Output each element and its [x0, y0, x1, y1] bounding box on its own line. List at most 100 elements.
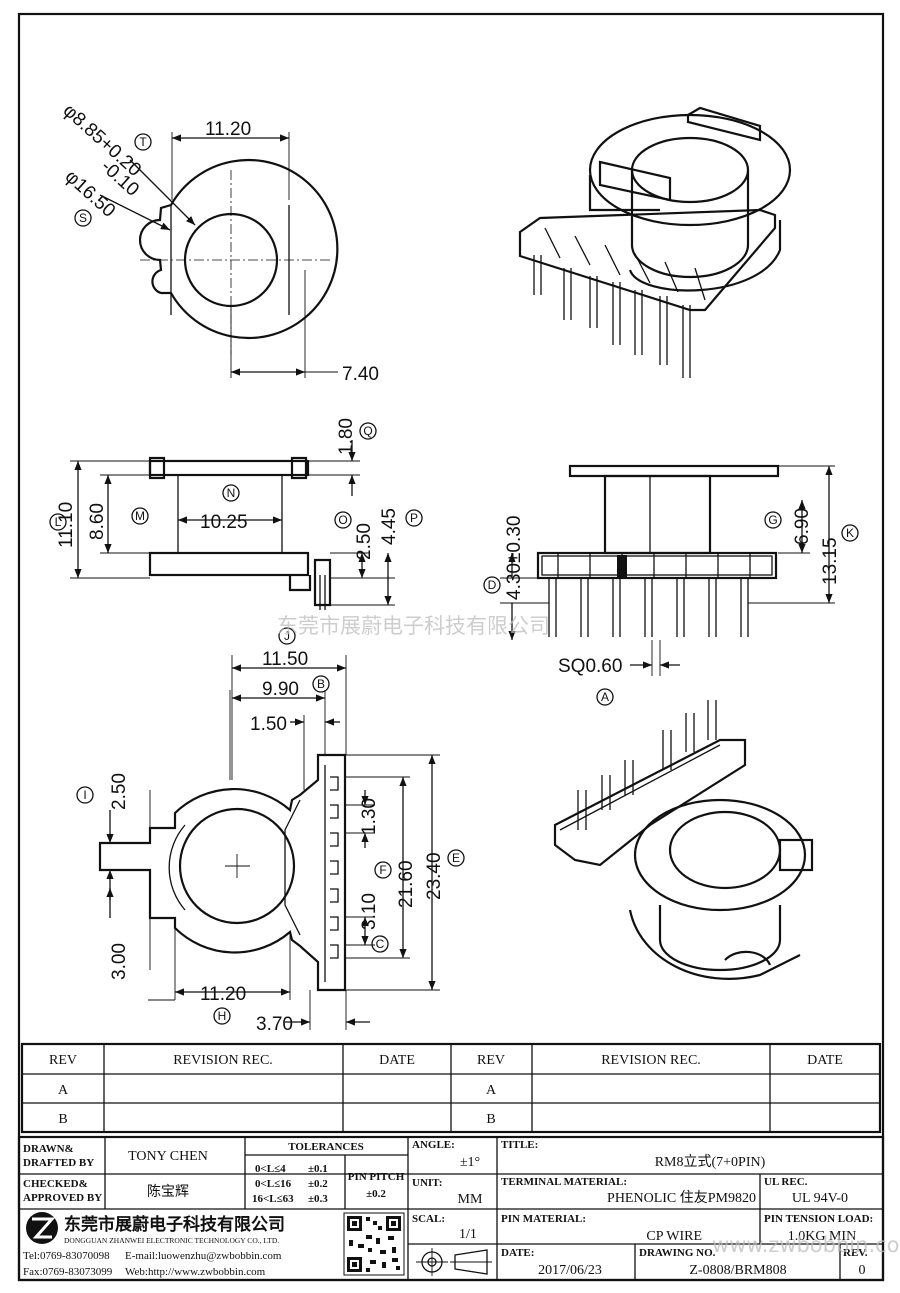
company-logo [26, 1212, 58, 1244]
approved-by: 陈宝辉 [147, 1183, 189, 1200]
label-c: C [376, 937, 385, 951]
ul-label: UL REC. [764, 1176, 808, 1188]
rev-b-left: B [58, 1112, 67, 1127]
pin-length-dim: 4.30±0.30 [504, 516, 525, 600]
label-g: G [768, 513, 777, 527]
scale-value: 1/1 [459, 1227, 477, 1242]
top-offset-dim: 7.40 [342, 364, 379, 385]
flange-thickness-dim: 1.80 [336, 418, 357, 455]
title-block: DRAWN& DRAFTED BY TONY CHEN CHECKED& APP… [17, 1135, 885, 1282]
side-view: 11.10 8.60 10.25 1.80 2.50 4.45 Q L M N … [49, 418, 423, 610]
title-label: TITLE: [501, 1139, 538, 1151]
rev-label: REV. [843, 1247, 868, 1259]
rev-value: 0 [859, 1263, 866, 1278]
pin-step-dim: 1.50 [250, 714, 287, 735]
label-m: M [135, 509, 145, 523]
body-height-dim: 6.90 [792, 508, 813, 545]
drawing-no-label: DRAWING NO. [639, 1247, 716, 1259]
pin-tension-value: 1.0KG MIN [788, 1229, 856, 1244]
drafted-label: DRAFTED BY [23, 1157, 94, 1169]
label-o: O [338, 513, 347, 527]
overall-height-dim: 11.10 [56, 502, 77, 548]
company-tel: Tel:0769-83070098 [23, 1250, 110, 1262]
tol-value-3: ±0.3 [308, 1193, 328, 1205]
bottom-view: 11.50 9.90 1.50 2.50 3.00 23.40 21.60 1.… [76, 627, 465, 1035]
overall-length-dim: 23.40 [424, 852, 445, 900]
pin-material-label: PIN MATERIAL: [501, 1213, 586, 1225]
label-j: J [284, 629, 290, 643]
company-name-en: DONGGUAN ZHANWEI ELECTRONIC TECHNOLOGY C… [64, 1236, 279, 1245]
pin-tension-label: PIN TENSION LOAD: [764, 1213, 873, 1225]
watermark-website: www.zwbobbin.com [712, 1233, 900, 1257]
label-k: K [846, 526, 854, 540]
label-n: N [227, 486, 236, 500]
drawing-no-value: Z-0808/BRM808 [689, 1263, 786, 1278]
base-total-dim: 4.45 [379, 508, 400, 545]
label-e: E [452, 851, 460, 865]
watermark-company: 东莞市展蔚电子科技有限公司 [277, 614, 550, 638]
revision-header-1: REVISION REC. [173, 1053, 273, 1068]
label-d: D [488, 578, 497, 592]
angle-label: ANGLE: [412, 1139, 455, 1151]
qr-code [343, 1212, 405, 1276]
rev-a-right: A [486, 1083, 497, 1098]
body-width-dim: 11.20 [200, 984, 246, 1005]
title-value: RM8立式(7+0PIN) [655, 1154, 766, 1170]
notch-depth-dim: 3.00 [109, 943, 130, 980]
date-value: 2017/06/23 [538, 1263, 602, 1278]
company-fax: Fax:0769-83073099 [23, 1266, 113, 1278]
date-label: DATE: [501, 1247, 534, 1259]
revision-header-2: REVISION REC. [601, 1053, 701, 1068]
projection-symbol-icon [416, 1248, 492, 1276]
tol-value-2: ±0.2 [308, 1178, 328, 1190]
label-l: L [55, 515, 62, 529]
angle-value: ±1° [460, 1155, 480, 1170]
rev-header-1: REV [49, 1053, 77, 1068]
pin-row-offset-dim: 9.90 [262, 679, 299, 700]
drawn-by: TONY CHEN [128, 1149, 208, 1164]
company-name-cn: 东莞市展蔚电子科技有限公司 [64, 1214, 285, 1234]
terminal-material-label: TERMINAL MATERIAL: [501, 1176, 627, 1188]
label-f: F [379, 863, 386, 877]
rev-a-left: A [58, 1083, 69, 1098]
label-t: T [139, 135, 147, 149]
rev-b-right: B [486, 1112, 495, 1127]
label-q: Q [363, 424, 372, 438]
front-view: 4.30±0.30 6.90 13.15 SQ0.60 D G K A [483, 464, 859, 706]
rev-header-2: REV [477, 1053, 505, 1068]
label-s: S [79, 211, 87, 225]
top-width-dim: 11.20 [205, 119, 251, 140]
notch-width-dim: 2.50 [109, 773, 130, 810]
terminal-material-value: PHENOLIC 住友PM9820 [607, 1190, 756, 1206]
total-height-dim: 13.15 [820, 537, 841, 585]
isometric-view-bottom [553, 700, 814, 980]
label-h: H [218, 1009, 227, 1023]
approved-label: APPROVED BY [23, 1192, 102, 1204]
checked-label: CHECKED& [23, 1178, 88, 1190]
isometric-view-top [518, 106, 792, 378]
base-height-dim: 2.50 [354, 523, 375, 560]
tol-range-2: 0<L≤16 [255, 1178, 292, 1190]
unit-label: UNIT: [412, 1177, 442, 1189]
ul-value: UL 94V-0 [792, 1191, 848, 1206]
pin-pitch-label: PIN PITCH [348, 1171, 405, 1183]
unit-value: MM [458, 1192, 483, 1207]
pin-size-dim: SQ0.60 [558, 656, 622, 677]
company-email: E-mail:luowenzhu@zwbobbin.com [125, 1250, 282, 1262]
tol-value-1: ±0.1 [308, 1163, 328, 1175]
label-a: A [601, 690, 609, 704]
top-view: 11.20 7.40 φ8.85+0.20 -0.10 φ16.50 T S [59, 100, 379, 385]
label-i: I [83, 788, 86, 802]
date-header-1: DATE [379, 1053, 415, 1068]
revision-table: REV REVISION REC. DATE REV REVISION REC.… [20, 1042, 882, 1134]
label-b: B [317, 677, 325, 691]
winding-height-dim: 8.60 [87, 503, 108, 540]
tol-range-1: 0<L≤4 [255, 1163, 286, 1175]
winding-width-dim: 10.25 [200, 512, 248, 533]
scale-label: SCAL: [412, 1213, 445, 1225]
pin-pitch-tol: ±0.2 [366, 1188, 386, 1200]
pitch-dim: 3.10 [359, 893, 380, 930]
width-total-dim: 11.50 [262, 649, 308, 670]
drawn-label: DRAWN& [23, 1143, 74, 1155]
